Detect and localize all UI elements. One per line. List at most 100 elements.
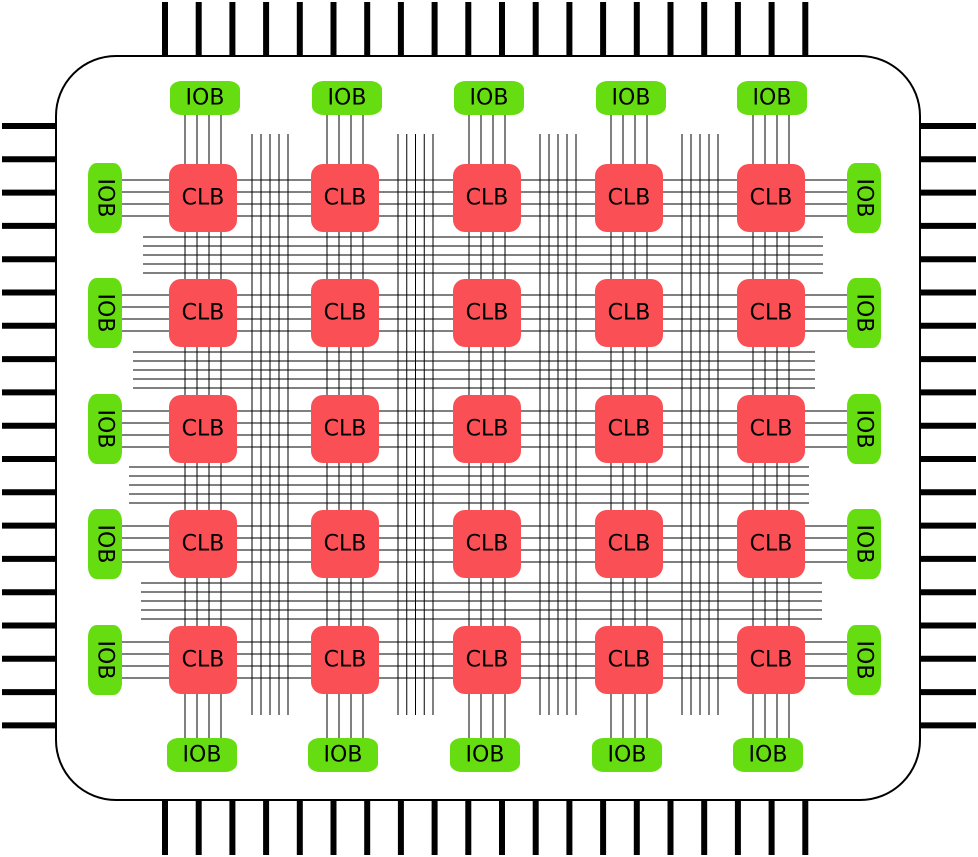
iob-right-label: IOB — [852, 641, 877, 680]
clb-block-label: CLB — [466, 532, 509, 557]
iob-left: IOB — [88, 394, 122, 464]
clb-block-box — [595, 395, 663, 463]
iob-right: IOB — [847, 509, 881, 579]
clb-block-label: CLB — [608, 532, 651, 557]
iob-top-label: IOB — [470, 86, 509, 111]
iob-right-label: IOB — [852, 410, 877, 449]
clb-block: CLB — [737, 510, 805, 578]
clb-block: CLB — [311, 279, 379, 347]
clb-block-label: CLB — [182, 301, 225, 326]
clb-block-label: CLB — [608, 186, 651, 211]
clb-block: CLB — [311, 164, 379, 232]
clb-block: CLB — [311, 626, 379, 694]
clb-block-box — [311, 164, 379, 232]
iob-right-label: IOB — [852, 179, 877, 218]
clb-block-label: CLB — [466, 186, 509, 211]
clb-block-box — [595, 510, 663, 578]
clb-block-box — [169, 510, 237, 578]
clb-block-label: CLB — [750, 301, 793, 326]
clb-block-label: CLB — [750, 532, 793, 557]
iob-bottom-box — [308, 738, 378, 772]
iob-right-box — [847, 509, 881, 579]
clb-block-box — [737, 626, 805, 694]
iob-bottom: IOB — [450, 738, 520, 772]
clb-block-label: CLB — [324, 186, 367, 211]
clb-block-label: CLB — [182, 417, 225, 442]
iob-bottom: IOB — [733, 738, 803, 772]
clb-block: CLB — [169, 510, 237, 578]
clb-block-box — [311, 279, 379, 347]
clb-block-box — [595, 164, 663, 232]
logic-blocks: CLB CLB CLB CLB CLB CLB CLB CLB CLB CLB CLB CLB CLB C… — [88, 81, 881, 772]
clb-block-box — [311, 510, 379, 578]
iob-top: IOB — [454, 81, 524, 115]
iob-bottom-box — [167, 738, 237, 772]
clb-block-label: CLB — [466, 301, 509, 326]
clb-block-label: CLB — [324, 532, 367, 557]
iob-bottom-label: IOB — [608, 743, 647, 768]
clb-block-box — [169, 164, 237, 232]
iob-right-box — [847, 163, 881, 233]
iob-left: IOB — [88, 509, 122, 579]
iob-left-box — [88, 394, 122, 464]
clb-block: CLB — [737, 164, 805, 232]
iob-top: IOB — [737, 81, 807, 115]
clb-block: CLB — [595, 510, 663, 578]
clb-block-box — [595, 626, 663, 694]
clb-block-box — [169, 626, 237, 694]
iob-right-box — [847, 278, 881, 348]
clb-block-box — [453, 626, 521, 694]
iob-bottom-box — [450, 738, 520, 772]
iob-left-box — [88, 625, 122, 695]
iob-top-box — [454, 81, 524, 115]
clb-block-label: CLB — [182, 532, 225, 557]
iob-bottom-label: IOB — [466, 743, 505, 768]
iob-bottom-label: IOB — [183, 743, 222, 768]
clb-block-label: CLB — [466, 648, 509, 673]
clb-block-label: CLB — [608, 648, 651, 673]
iob-top-box — [170, 81, 240, 115]
clb-block: CLB — [453, 279, 521, 347]
clb-block-label: CLB — [608, 417, 651, 442]
iob-bottom: IOB — [167, 738, 237, 772]
iob-right-box — [847, 625, 881, 695]
clb-block-box — [737, 164, 805, 232]
clb-block: CLB — [595, 626, 663, 694]
iob-top-box — [737, 81, 807, 115]
clb-block-box — [311, 626, 379, 694]
iob-top-label: IOB — [186, 86, 225, 111]
clb-block-label: CLB — [324, 301, 367, 326]
clb-block: CLB — [595, 395, 663, 463]
iob-top-box — [596, 81, 666, 115]
clb-block-label: CLB — [750, 186, 793, 211]
clb-block: CLB — [169, 279, 237, 347]
clb-block: CLB — [595, 164, 663, 232]
iob-bottom-box — [733, 738, 803, 772]
iob-right: IOB — [847, 163, 881, 233]
iob-left: IOB — [88, 625, 122, 695]
iob-left: IOB — [88, 278, 122, 348]
clb-block-box — [737, 395, 805, 463]
clb-block-label: CLB — [750, 417, 793, 442]
iob-left-box — [88, 509, 122, 579]
iob-top-label: IOB — [612, 86, 651, 111]
iob-left-label: IOB — [93, 294, 118, 333]
clb-block: CLB — [453, 164, 521, 232]
clb-block-label: CLB — [466, 417, 509, 442]
iob-left-box — [88, 163, 122, 233]
clb-block-box — [453, 510, 521, 578]
iob-left-label: IOB — [93, 641, 118, 680]
clb-block: CLB — [737, 279, 805, 347]
iob-right-label: IOB — [852, 294, 877, 333]
iob-top-label: IOB — [328, 86, 367, 111]
clb-block-label: CLB — [608, 301, 651, 326]
iob-right: IOB — [847, 278, 881, 348]
clb-block: CLB — [595, 279, 663, 347]
iob-right-box — [847, 394, 881, 464]
clb-block-box — [169, 395, 237, 463]
iob-left-label: IOB — [93, 525, 118, 564]
clb-block: CLB — [453, 626, 521, 694]
clb-block-label: CLB — [324, 417, 367, 442]
